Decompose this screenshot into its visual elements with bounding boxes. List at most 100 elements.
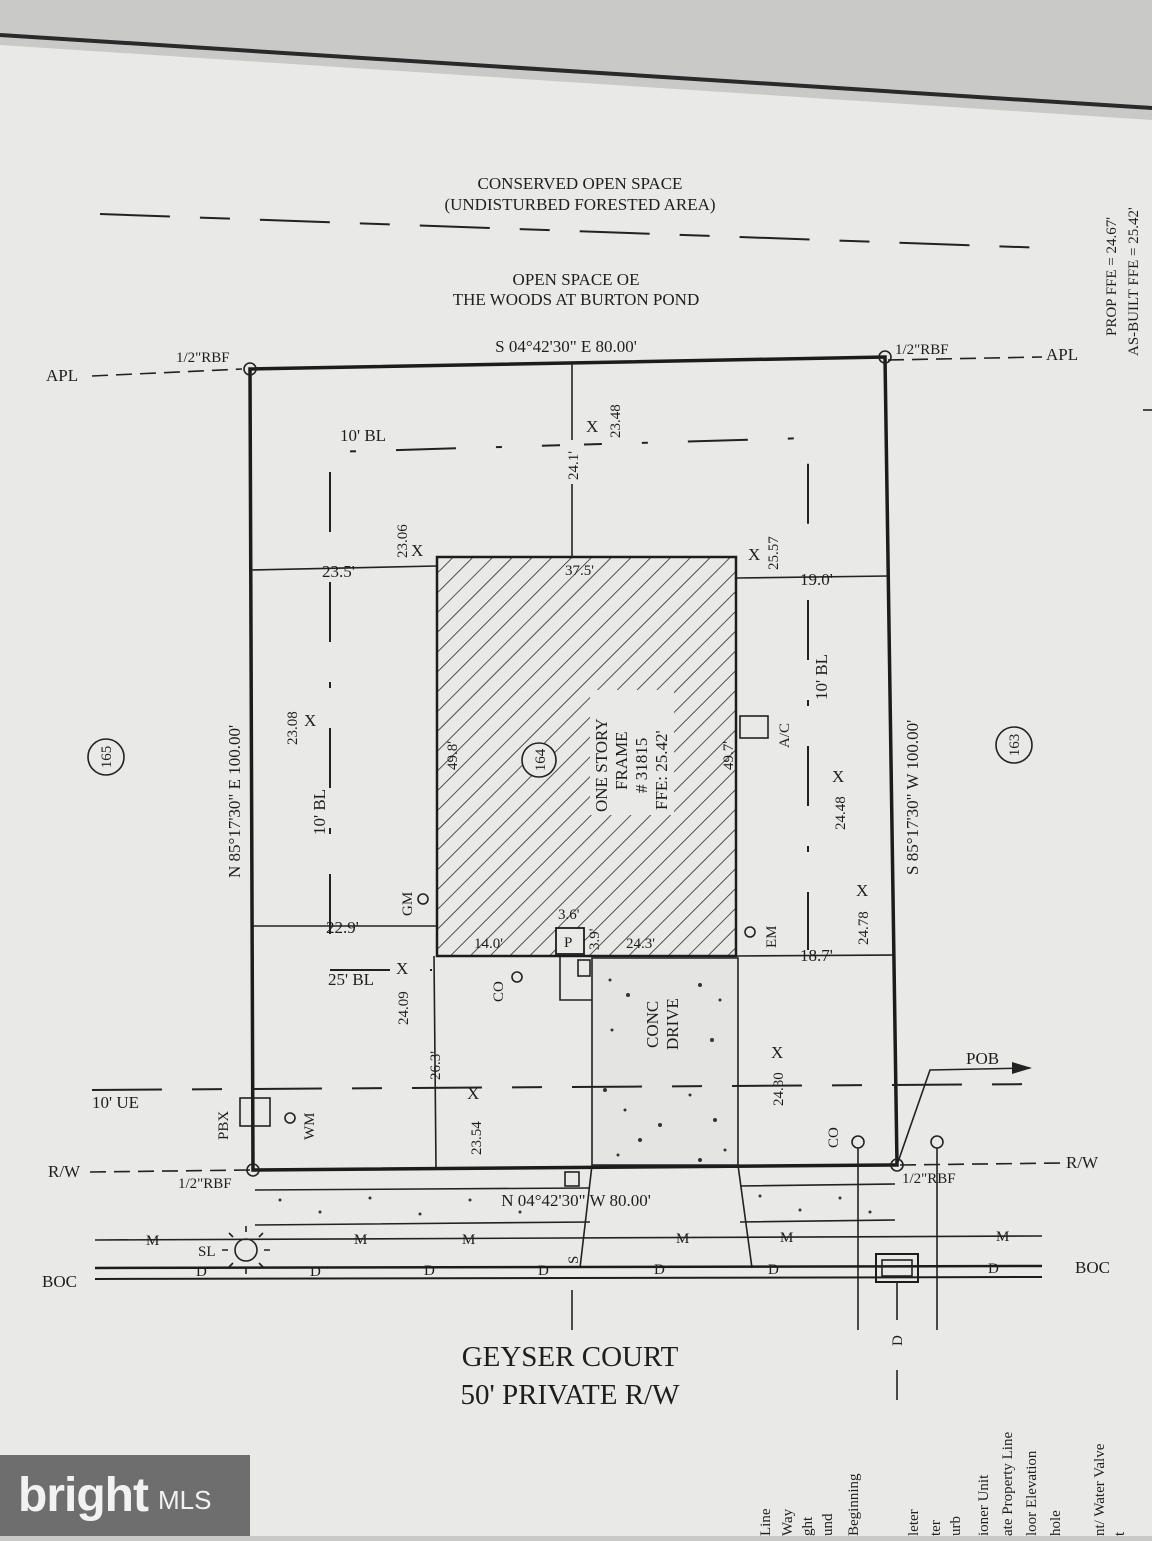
elev-23-06-x: X <box>411 541 423 560</box>
dim-18-7: 18.7' <box>800 946 833 965</box>
drain-d-3: D <box>424 1263 435 1279</box>
bright-mls-logo: bright MLS <box>0 1455 250 1536</box>
dim-22-9: 22.9' <box>326 918 359 937</box>
wm-symbol <box>284 1112 296 1124</box>
ac-label: A/C <box>777 723 793 748</box>
elev-25-57-x: X <box>748 545 760 564</box>
legend-item: leter <box>906 1509 922 1536</box>
house-footprint <box>435 555 738 958</box>
sewer-box <box>564 1171 580 1187</box>
sewer-label: S <box>566 1256 582 1264</box>
water-m-6: M <box>996 1229 1009 1245</box>
brand-name: bright <box>18 1469 149 1522</box>
house-text-3: # 31815 <box>632 738 651 793</box>
dim-line-26-3 <box>433 955 437 1169</box>
elev-23-54-x: X <box>467 1084 479 1103</box>
east-bearing: S 85°17'30" W 100.00' <box>903 720 922 875</box>
legend-item: nt/ Water Valve <box>1092 1443 1108 1536</box>
ue-label: 10' UE <box>92 1093 139 1112</box>
elev-23-06: 23.06 <box>395 524 411 558</box>
legend-item: t <box>1112 1531 1128 1536</box>
legend-item: ioner Unit <box>976 1474 992 1536</box>
rbf-nw: 1/2"RBF <box>176 350 230 366</box>
lot-164: 164 <box>533 748 549 771</box>
elev-24-78: 24.78 <box>856 911 872 945</box>
elev-23-48-x: X <box>586 417 598 436</box>
legend-item: hole <box>1048 1510 1064 1536</box>
rw-left: R/W <box>48 1162 81 1181</box>
spot-elevations: 23.48 X 23.06 X 25.57 X 23.08 X 24.48 X … <box>285 404 872 1155</box>
north-bearing: S 04°42'30" E 80.00' <box>495 337 637 356</box>
wm-label: WM <box>302 1113 318 1141</box>
lot-163-circle <box>995 726 1033 764</box>
dim-24-1: 24.1' <box>566 451 582 480</box>
dim-3-9: 3.9' <box>587 928 603 950</box>
open-space-label-2: THE WOODS AT BURTON POND <box>453 290 699 309</box>
house-label-area <box>590 690 674 815</box>
co-left-symbol <box>511 971 523 983</box>
lot-165-circle <box>87 738 125 776</box>
elev-24-09-x: X <box>396 959 408 978</box>
drain-d-1: D <box>196 1264 207 1280</box>
legend-item: ght <box>800 1516 816 1536</box>
rw-right: R/W <box>1066 1153 1099 1172</box>
water-m-5: M <box>780 1230 793 1246</box>
boc-line-2 <box>94 1276 1043 1280</box>
rbf-ne: 1/2"RBF <box>895 342 949 358</box>
rw-line-left <box>89 1169 251 1173</box>
dim-37-5: 37.5' <box>565 563 594 579</box>
west-bearing: N 85°17'30" E 100.00' <box>225 725 244 878</box>
inlet-d: D <box>890 1335 906 1346</box>
prop-ffe: PROP FFE = 24.67' <box>1104 217 1120 336</box>
water-line <box>94 1235 1043 1241</box>
water-m-3: M <box>462 1232 475 1248</box>
legend-item: Way <box>780 1508 796 1536</box>
pbx-box <box>239 1097 271 1127</box>
elev-23-08: 23.08 <box>285 711 301 745</box>
drain-d-6: D <box>768 1262 779 1278</box>
rbf-se: 1/2"RBF <box>902 1171 956 1187</box>
sidewalk <box>254 1183 896 1226</box>
apl-right: APL <box>1046 345 1078 364</box>
water-m-2: M <box>354 1232 367 1248</box>
walk <box>559 956 592 1001</box>
dim-24-1-bg <box>560 440 584 484</box>
dim-line-23-5 <box>249 565 438 571</box>
elev-23-54: 23.54 <box>469 1121 485 1155</box>
porch-label: P <box>564 935 572 951</box>
conserved-label-2: (UNDISTURBED FORESTED AREA) <box>444 195 715 214</box>
brand-sub: MLS <box>157 1485 212 1515</box>
driveway-apron <box>579 1164 753 1269</box>
bl-right: 10' BL <box>812 654 831 700</box>
boc-right: BOC <box>1075 1258 1110 1277</box>
bl-left: 10' BL <box>310 789 329 835</box>
rbf-nw-pin <box>243 362 257 376</box>
elev-23-48: 23.48 <box>608 404 624 438</box>
gm-label: GM <box>400 892 416 916</box>
water-m-4: M <box>676 1231 689 1247</box>
apl-left: APL <box>46 366 78 385</box>
porch-box <box>555 927 585 955</box>
lot-163: 163 <box>1007 734 1023 757</box>
elev-24-30: 24.30 <box>771 1072 787 1106</box>
drain-d-2: D <box>310 1264 321 1280</box>
rbf-ne-pin <box>878 350 892 364</box>
streetlight-icon <box>234 1238 258 1262</box>
dim-49-8: 49.8' <box>445 741 461 770</box>
streetlight-rays <box>222 1226 270 1274</box>
street-name: GEYSER COURT <box>462 1341 679 1373</box>
em-label: EM <box>764 926 780 949</box>
rbf-sw: 1/2"RBF <box>178 1176 232 1192</box>
elev-24-09: 24.09 <box>396 991 412 1025</box>
legend-item: ter <box>928 1520 944 1536</box>
bl-top: 10' BL <box>340 426 386 445</box>
apl-line-left <box>91 368 243 377</box>
drive-label-2: DRIVE <box>663 998 682 1050</box>
dim-19-0: 19.0' <box>800 570 833 589</box>
storm-inlet-inner <box>881 1259 913 1277</box>
elev-24-78-x: X <box>856 881 868 900</box>
legend-item: loor Elevation <box>1024 1450 1040 1536</box>
legend-item: und <box>820 1513 836 1536</box>
